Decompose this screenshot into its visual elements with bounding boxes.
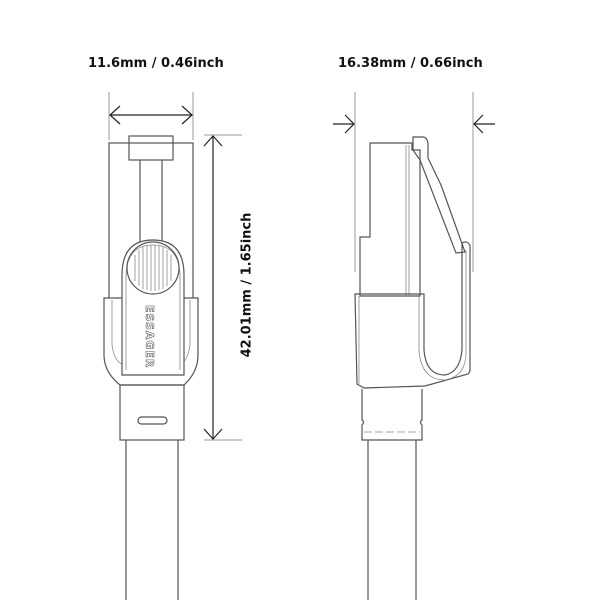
side-width-dimension (333, 92, 495, 272)
front-width-dimension (108, 92, 194, 140)
side-connector (354, 136, 471, 600)
side-view (333, 92, 495, 600)
front-width-label: 11.6mm / 0.46inch (88, 56, 224, 71)
front-connector: ESSAGER (103, 135, 199, 600)
front-height-dimension (203, 134, 242, 441)
side-width-label: 16.38mm / 0.66inch (338, 56, 483, 71)
brand-logo: ESSAGER (143, 305, 156, 368)
front-view: ESSAGER (103, 92, 242, 600)
grille-icon (134, 245, 172, 291)
